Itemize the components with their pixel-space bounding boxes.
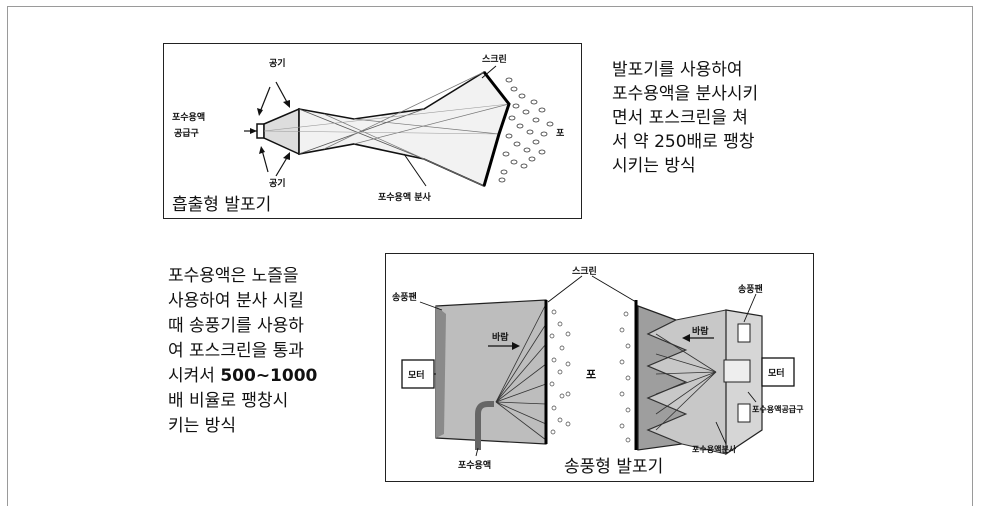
aspirating-foam-generator-diagram: 공기 공기 포수용액 공급구 스크린 포 포수용액 분사 흡출형 발포기 [163,43,582,219]
expansion-ratio: 500~1000 [220,366,318,386]
bottom-description-line: 키는 방식 [168,416,236,436]
spray-label: 포수용액분사 [692,445,737,454]
spray-label: 포수용액 분사 [378,193,431,203]
slide-frame [7,6,973,506]
bottom-description-line: 시켜서 500~1000 [168,364,317,389]
blower-fan-right-label: 송풍팬 [738,285,763,295]
screen-label: 스크린 [572,267,597,277]
bottom-description-line: 여 포스크린을 통과 [168,341,304,361]
bottom-description-line: 때 송풍기를 사용하 [168,316,304,336]
air-top-label: 공기 [269,59,286,69]
feed-label-line1: 포수용액 [172,113,206,123]
feed-label-line2: 공급구 [174,129,199,139]
top-description-line: 시키는 방식 [612,156,696,176]
wind-left-label: 바람 [492,333,509,343]
air-bottom-label: 공기 [269,179,286,189]
bottom-description-line: 배 비율로 팽창시 [168,391,289,411]
top-description-line: 면서 포스크린을 쳐 [612,108,748,128]
bottom-description-line: 포수용액은 노즐을 [168,266,299,286]
feed-inlet-label: 포수용액공급구 [752,405,804,414]
top-description-line: 서 약 250배로 팽창 [612,132,755,152]
top-description-line: 발포기를 사용하여 [612,60,743,80]
screen-label: 스크린 [482,55,507,65]
foam-label: 포 [586,368,597,381]
foam-solution-label: 포수용액 [458,461,492,471]
motor-right-label: 모터 [768,369,785,379]
foam-label: 포 [556,129,565,139]
blower-fan-left-label: 송풍팬 [392,293,417,303]
bottom-description-line: 사용하여 분사 시킬 [168,291,304,311]
ratio-prefix: 시켜서 [168,366,221,386]
blower-generator-drawing [401,275,795,457]
figure-caption: 흡출형 발포기 [172,195,272,215]
wind-right-label: 바람 [692,327,709,337]
figure-caption: 송풍형 발포기 [564,457,664,477]
motor-left-label: 모터 [408,371,425,381]
aspirating-generator-drawing [244,65,554,188]
blower-foam-generator-diagram: 스크린 송풍팬 바람 모터 포 포수용액 송풍팬 바람 모터 포수용액공급구 포… [385,253,814,482]
top-description-line: 포수용액을 분사시키 [612,84,759,104]
